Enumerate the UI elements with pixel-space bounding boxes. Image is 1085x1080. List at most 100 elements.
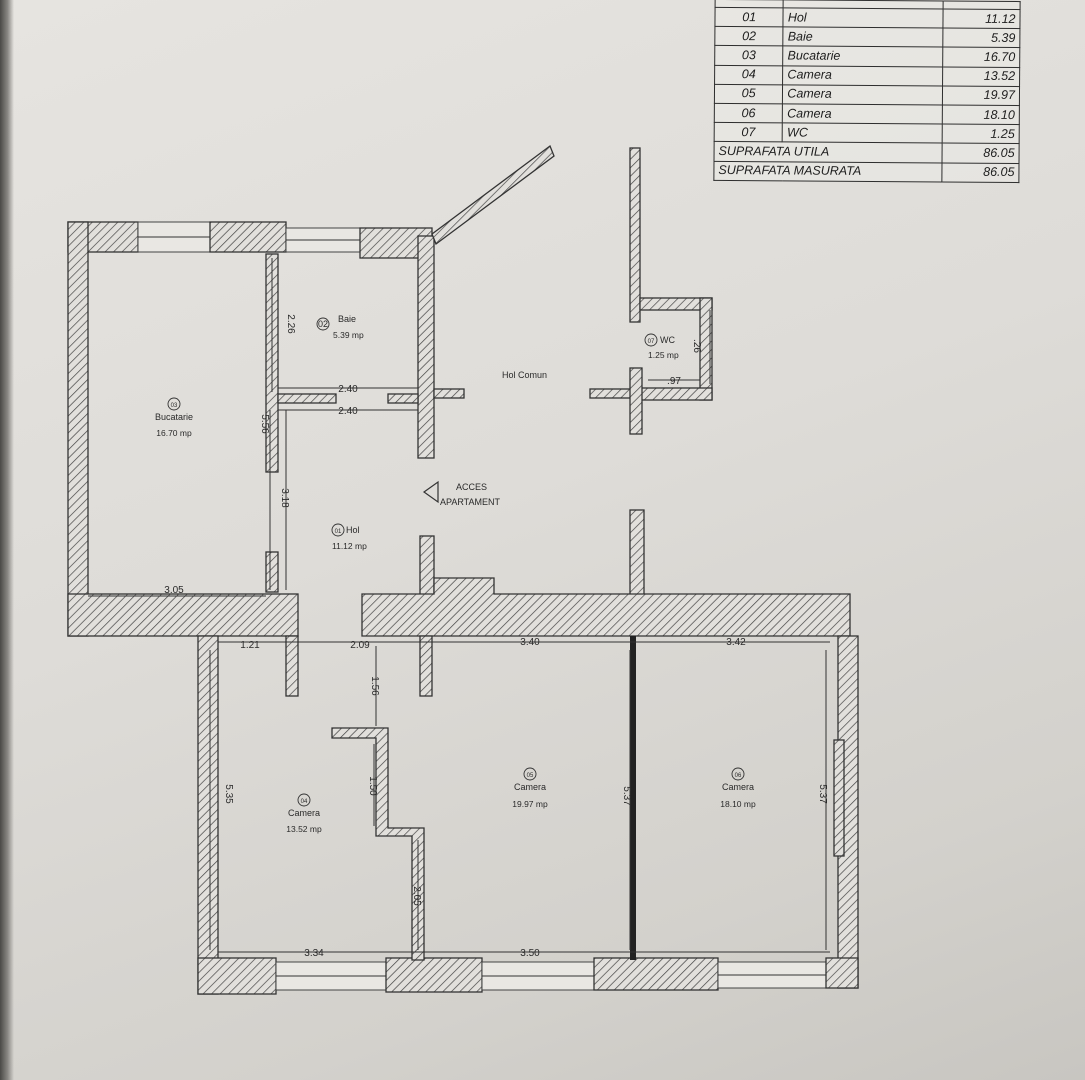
room-number: 02 bbox=[318, 319, 328, 329]
row-name: Camera bbox=[782, 65, 944, 86]
walls-hol bbox=[285, 535, 851, 697]
dim-5-37-a: 5.37 bbox=[621, 786, 632, 806]
table-row: 02 Baie 5.39 bbox=[714, 26, 1020, 48]
wall-bottom-4 bbox=[825, 957, 859, 989]
room-area: 11.12 mp bbox=[332, 541, 367, 551]
wall-baie-bottom-left bbox=[277, 393, 337, 404]
row-area: 19.97 bbox=[942, 85, 1020, 106]
row-nr: 03 bbox=[714, 45, 784, 66]
wall-diagonal bbox=[431, 144, 555, 246]
room-number: 06 bbox=[735, 773, 742, 779]
dim-kitchen-height: 5.56 bbox=[259, 414, 270, 434]
room-area: 19.97 mp bbox=[512, 799, 548, 809]
room-area: 18.10 mp bbox=[720, 799, 756, 809]
room-number: 01 bbox=[335, 529, 342, 535]
area-table: 01 Hol 11.12 02 Baie 5.39 03 Bucatarie 1… bbox=[713, 0, 1021, 183]
wall-bottom-3 bbox=[593, 957, 719, 991]
wall-kitchen-left bbox=[67, 221, 89, 637]
row-nr: 04 bbox=[714, 64, 784, 85]
wall-camera04-inner bbox=[331, 727, 425, 961]
wall-wc-cross bbox=[629, 367, 643, 435]
room-number: 03 bbox=[171, 403, 178, 409]
row-area: 16.70 bbox=[943, 47, 1020, 68]
wall-camera05-06 bbox=[630, 636, 634, 960]
access-label-line2: APARTAMENT bbox=[440, 497, 501, 507]
dim-3-40: 3.40 bbox=[520, 637, 540, 648]
room-name: Baie bbox=[338, 314, 356, 324]
dimension-labels: 2.40 2.40 3.05 .97 1.21 2.09 3.40 3.42 3… bbox=[164, 314, 828, 959]
room-name: Hol bbox=[346, 525, 360, 535]
walls-lower bbox=[197, 635, 859, 995]
room-tag-camera06: 06 Camera 18.10 mp bbox=[720, 767, 756, 809]
room-name: WC bbox=[660, 335, 675, 345]
row-area: 11.12 bbox=[943, 9, 1021, 29]
dim-1-50: 1.50 bbox=[367, 776, 378, 796]
wall-camera05-06-line bbox=[634, 636, 636, 960]
room-area: 1.25 mp bbox=[648, 350, 679, 360]
access-arrow-icon bbox=[422, 480, 439, 504]
wall-baie-bottom-right bbox=[387, 393, 419, 404]
walls-upper bbox=[67, 144, 555, 637]
dim-2-09: 2.09 bbox=[350, 640, 370, 651]
dim-5-37-b: 5.37 bbox=[817, 784, 828, 804]
room-tag-wc: 07 WC 1.25 mp bbox=[644, 333, 679, 360]
table-row: 03 Bucatarie 16.70 bbox=[714, 45, 1020, 68]
hol-comun-label: Hol Comun bbox=[502, 370, 547, 380]
row-name: Camera bbox=[782, 84, 944, 105]
table-row: 07 WC 1.25 bbox=[714, 122, 1020, 144]
dim-3-42: 3.42 bbox=[726, 637, 746, 648]
row-name: WC bbox=[782, 123, 943, 144]
row-area: 1.25 bbox=[942, 124, 1020, 144]
wall-kitchen-bottom bbox=[67, 593, 299, 637]
table-row: 05 Camera 19.97 bbox=[714, 84, 1020, 106]
wall-camera04-left bbox=[197, 635, 219, 995]
wall-hol-comun-right bbox=[629, 509, 645, 597]
row-nr: 01 bbox=[714, 7, 784, 28]
room-tag-circle bbox=[167, 397, 181, 411]
room-area: 13.52 mp bbox=[286, 824, 322, 834]
dim-wc-width: .97 bbox=[667, 376, 681, 387]
row-area: 13.52 bbox=[943, 66, 1020, 87]
dim-3-50: 3.50 bbox=[520, 948, 540, 959]
dim-5-35: 5.35 bbox=[223, 784, 234, 804]
wall-camera05-stub bbox=[419, 635, 433, 697]
dim-3-34: 3.34 bbox=[304, 948, 324, 959]
table-total-row: SUPRAFATA MASURATA 86.05 bbox=[713, 160, 1019, 183]
total-label: SUPRAFATA UTILA bbox=[714, 141, 943, 163]
table-row: 04 Camera 13.52 bbox=[714, 64, 1020, 87]
row-name: Camera bbox=[782, 103, 943, 125]
walls-wc bbox=[589, 147, 713, 597]
table-row: 06 Camera 18.10 bbox=[714, 103, 1020, 125]
room-name: Bucatarie bbox=[155, 412, 193, 422]
room-tag-circle bbox=[523, 767, 537, 781]
room-tag-circle bbox=[644, 333, 658, 347]
room-number: 05 bbox=[527, 773, 534, 779]
binder-edge bbox=[0, 0, 14, 1080]
dim-1-21: 1.21 bbox=[240, 640, 260, 651]
room-name: Camera bbox=[288, 808, 320, 818]
room-tag-hol: 01 Hol 11.12 mp bbox=[331, 523, 367, 551]
wall-kitchen-top-right bbox=[209, 221, 287, 253]
wall-bottom-2 bbox=[385, 957, 483, 993]
row-nr: 02 bbox=[714, 26, 784, 47]
room-area: 5.39 mp bbox=[333, 330, 364, 340]
row-nr: 06 bbox=[714, 103, 783, 124]
dim-hol-height: 3.18 bbox=[279, 488, 290, 508]
room-tag-baie: 02 Baie 5.39 mp bbox=[316, 314, 364, 340]
dim-baie-width-1: 2.40 bbox=[338, 384, 358, 395]
wall-camera06-right-inner bbox=[833, 739, 845, 857]
wall-wc-bottom bbox=[639, 387, 713, 401]
dim-wc-height: .26 bbox=[691, 339, 702, 353]
wall-long-middle bbox=[361, 577, 851, 637]
row-name: Baie bbox=[783, 27, 944, 48]
total-label: SUPRAFATA MASURATA bbox=[713, 160, 943, 182]
room-tag-circle bbox=[331, 523, 345, 537]
total-value: 86.05 bbox=[942, 143, 1020, 164]
room-tag-camera05: 05 Camera 19.97 mp bbox=[512, 767, 548, 809]
dim-baie-height: 2.26 bbox=[285, 314, 296, 334]
wall-stub-hol-comun bbox=[433, 388, 465, 399]
wall-hol-entry-lower bbox=[419, 535, 435, 597]
table-row: 01 Hol 11.12 bbox=[714, 7, 1021, 29]
